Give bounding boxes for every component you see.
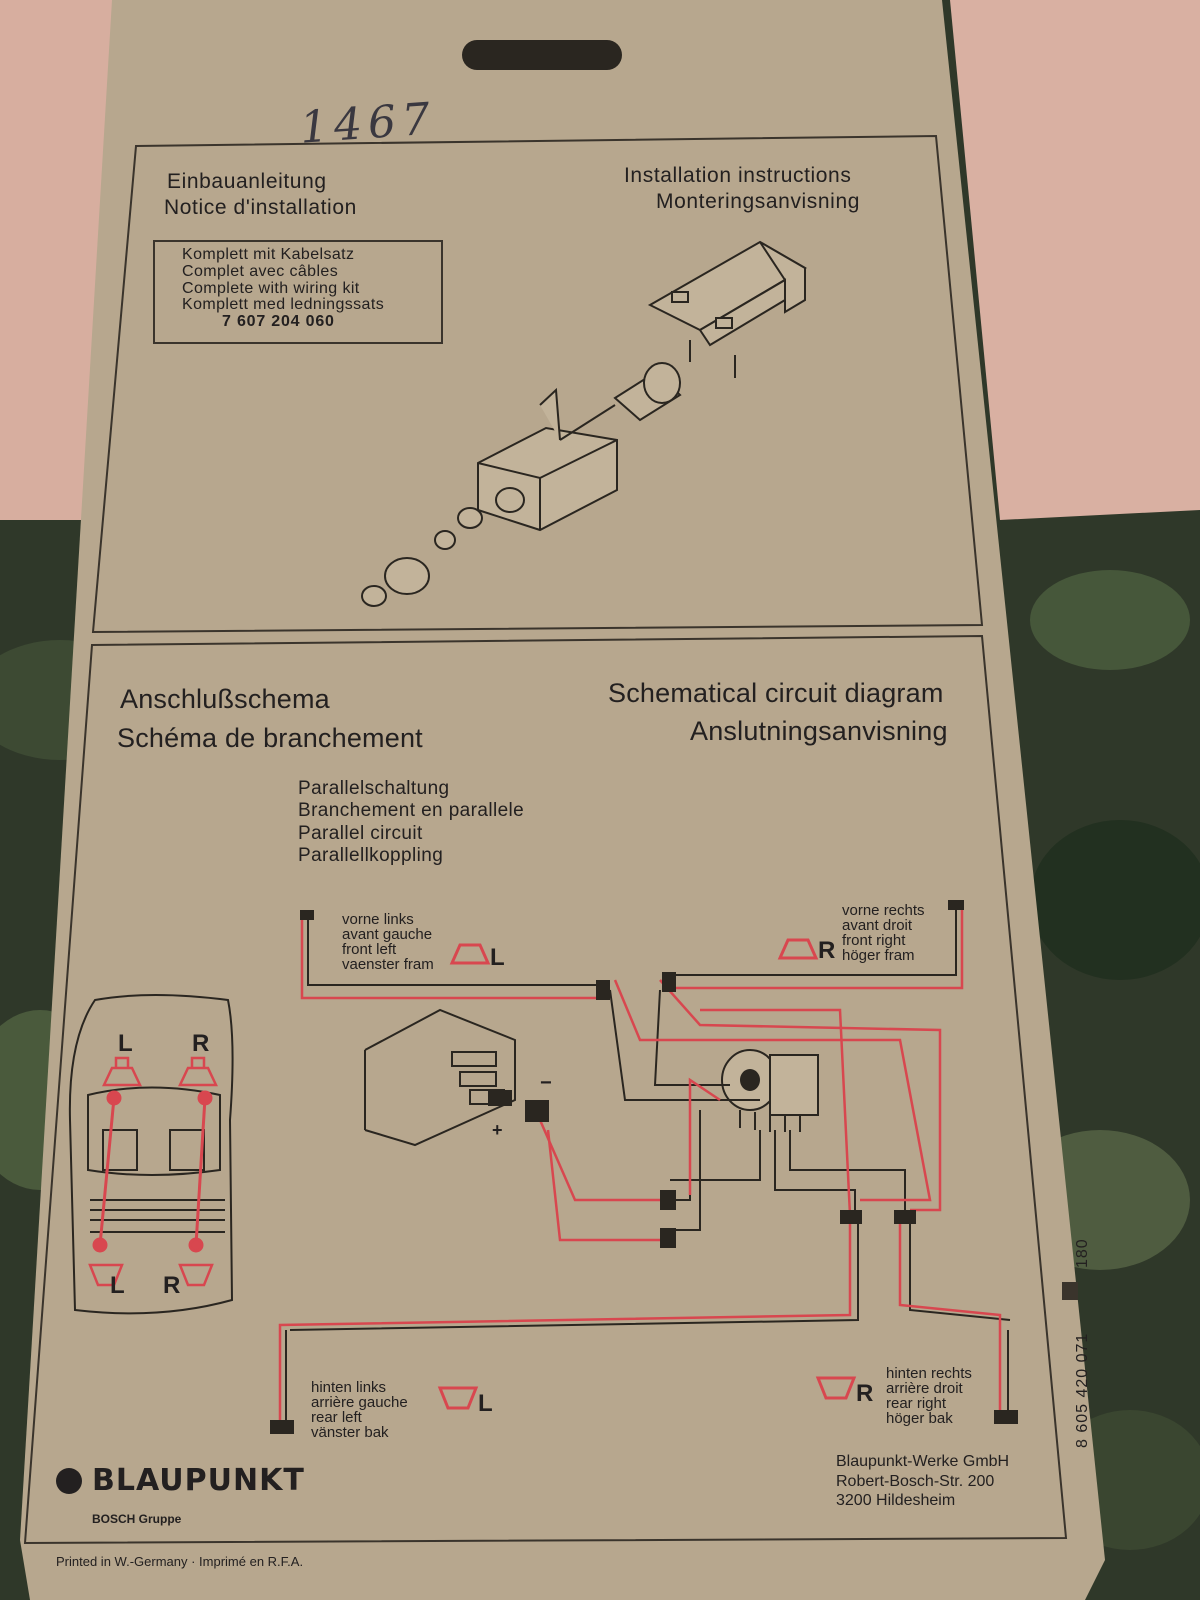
- kit-box: Komplett mit Kabelsatz Complet avec câbl…: [182, 246, 385, 331]
- install-title-sv: Monteringsanvisning: [656, 190, 861, 213]
- label-line: vorne links: [342, 911, 414, 928]
- kit-line: Complet avec câbles: [182, 262, 339, 280]
- code-mark: [1062, 1282, 1078, 1300]
- front-left-label: vorne links avant gauche front left vaen…: [342, 912, 434, 972]
- printed-in-note: Printed in W.-Germany · Imprimé en R.F.A…: [56, 1554, 304, 1569]
- schematic-title-de: Anschlußschema: [120, 684, 330, 714]
- car-left-mark: L: [118, 1030, 133, 1057]
- company-address: Blaupunkt-Werke GmbH Robert-Bosch-Str. 2…: [836, 1452, 1009, 1511]
- schematic-title-sv: Anslutningsanvisning: [690, 716, 948, 746]
- rear-right-label: hinten rechts arrière droit rear right h…: [886, 1366, 972, 1426]
- address-line: Robert-Bosch-Str. 200: [836, 1472, 995, 1490]
- car-speaker-icons: [88, 1056, 218, 1287]
- car-speaker-wires: [92, 1090, 213, 1253]
- label-line: vaenster fram: [342, 956, 434, 973]
- product-code: 8 605 420 071: [1074, 1332, 1091, 1448]
- head-unit-drawing: [364, 1008, 516, 1147]
- address-line: Blaupunkt-Werke GmbH: [836, 1453, 1010, 1470]
- parallel-line: Parallelschaltung: [298, 778, 450, 799]
- schematic-title-en: Schematical circuit diagram: [608, 678, 944, 708]
- hanger-slot: [462, 40, 622, 70]
- label-line: avant droit: [842, 917, 913, 934]
- parallel-line: Parallel circuit: [298, 822, 423, 844]
- brand-name: BLAUPUNKT: [92, 1463, 305, 1498]
- label-line: rear left: [311, 1409, 362, 1426]
- wire-connectors: [270, 900, 1018, 1434]
- label-line: höger fram: [842, 947, 915, 964]
- parallel-line: Parallellkoppling: [298, 845, 444, 867]
- unit-drawing: [361, 362, 682, 607]
- label-line: avant gauche: [342, 926, 433, 943]
- front-right-mark: R: [818, 937, 836, 964]
- brand-dot: [56, 1468, 82, 1494]
- front-left-mark: L: [490, 944, 505, 971]
- rear-left-mark: L: [478, 1390, 493, 1417]
- schematic-title-fr: Schéma de branchement: [117, 723, 423, 753]
- kit-number: 7 607 204 060: [222, 313, 335, 331]
- kit-line: Komplett mit Kabelsatz: [182, 246, 355, 263]
- handwritten-note: 1467: [298, 93, 438, 154]
- address-line: 3200 Hildesheim: [836, 1492, 956, 1510]
- front-right-label: vorne rechts avant droit front right hög…: [842, 903, 925, 963]
- plus-sign: +: [492, 1120, 503, 1140]
- bracket-drawing: [647, 240, 807, 378]
- car-rear-left-mark: L: [110, 1272, 125, 1299]
- label-line: vorne rechts: [842, 902, 925, 919]
- rear-right-mark: R: [856, 1380, 874, 1407]
- label-line: arrière gauche: [311, 1394, 408, 1411]
- car-right-mark: R: [192, 1030, 210, 1057]
- speaker-icons: [437, 938, 857, 1410]
- fader-drawing: [721, 1049, 819, 1132]
- label-line: arrière droit: [886, 1380, 963, 1397]
- kit-line: Complete with wiring kit: [182, 279, 360, 297]
- rear-left-label: hinten links arrière gauche rear left vä…: [311, 1380, 408, 1440]
- car-rear-right-mark: R: [163, 1272, 181, 1299]
- car-top-view: [68, 994, 234, 1315]
- parallel-line: Branchement en parallele: [298, 800, 525, 822]
- label-line: vänster bak: [311, 1424, 389, 1441]
- install-title-en: Installation instructions: [624, 164, 852, 187]
- label-line: front left: [342, 941, 397, 958]
- parallel-circuit-labels: Parallelschaltung Branchement en paralle…: [298, 778, 524, 868]
- kit-line: Komplett med ledningssats: [182, 296, 385, 314]
- label-line: rear right: [886, 1395, 947, 1412]
- install-title-de: Einbauanleitung: [167, 170, 327, 193]
- product-code-suffix: 180: [1074, 1238, 1091, 1268]
- brand-group: BOSCH Gruppe: [92, 1512, 182, 1526]
- label-line: hinten rechts: [886, 1365, 972, 1382]
- label-line: front right: [842, 932, 906, 949]
- label-line: höger bak: [886, 1410, 953, 1427]
- label-line: hinten links: [311, 1379, 387, 1396]
- minus-sign: −: [540, 1072, 552, 1094]
- red-wires: [278, 905, 1002, 1420]
- install-title-fr: Notice d'installation: [164, 196, 357, 219]
